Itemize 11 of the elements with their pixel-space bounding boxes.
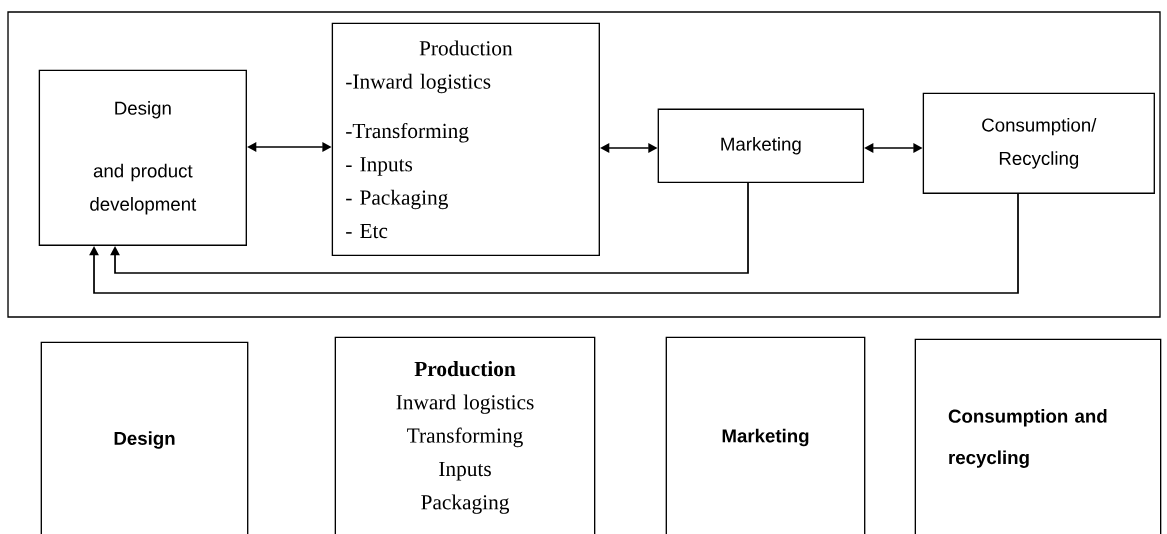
process-box: Production -Inward logistics -Transforming - Inputs - Packaging - Etc [331, 22, 600, 256]
process-box: Consumption and recycling [914, 338, 1162, 534]
process-box: Consumption/ Recycling [922, 92, 1155, 194]
process-box: Production Inward logistics Transforming Inputs Packaging [334, 336, 596, 534]
process-box: Design [40, 341, 249, 534]
process-box: Design and product development [38, 69, 247, 246]
diagram-frame [7, 11, 1161, 318]
process-box: Marketing [657, 108, 865, 183]
process-box: Marketing [665, 336, 866, 534]
arrow [110, 182, 749, 274]
arrow [89, 193, 1019, 294]
